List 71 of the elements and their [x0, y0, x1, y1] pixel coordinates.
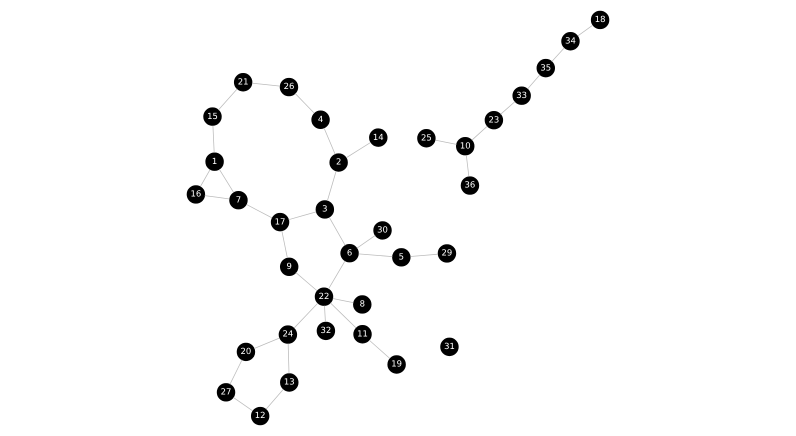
- node-circle: 18: [590, 10, 610, 30]
- node-circle: 3: [316, 200, 334, 219]
- connector: [294, 302, 318, 328]
- connector: [266, 388, 284, 410]
- connector: [328, 216, 346, 246]
- node-circle: 34: [561, 32, 580, 50]
- node-circle: 5: [392, 248, 411, 267]
- node-circle: 24: [278, 325, 298, 344]
- node-circle: 7: [229, 190, 248, 210]
- node-circle: 26: [280, 78, 298, 96]
- connector: [328, 260, 346, 290]
- node-circle: 4: [311, 110, 330, 129]
- node-circle: 20: [236, 342, 256, 362]
- connector: [471, 126, 488, 141]
- connector: [288, 343, 290, 374]
- connector: [466, 154, 470, 178]
- connector: [527, 74, 540, 90]
- node-circle: 12: [250, 406, 270, 426]
- connector: [324, 305, 326, 322]
- connector: [346, 142, 372, 158]
- connector: [326, 170, 336, 202]
- node-circle: 33: [512, 86, 531, 105]
- node-circle: 23: [484, 110, 504, 130]
- node-circle: 29: [438, 244, 456, 263]
- node-circle: 19: [387, 355, 406, 374]
- connector: [218, 168, 234, 193]
- node-circle: 36: [460, 176, 480, 195]
- connector: [551, 48, 565, 62]
- connector: [288, 212, 317, 220]
- connector: [200, 169, 210, 187]
- node-circle: 32: [316, 322, 336, 340]
- node-circle: 22: [314, 287, 334, 306]
- node-circle: 9: [280, 258, 298, 276]
- connector: [410, 254, 438, 257]
- node-circle: 11: [353, 325, 372, 344]
- connector: [281, 230, 288, 258]
- connector: [232, 397, 253, 412]
- connector: [218, 88, 238, 110]
- connector: [356, 235, 376, 249]
- node-circle: 2: [329, 153, 348, 172]
- connector: [246, 204, 272, 218]
- connector: [254, 338, 280, 349]
- node-circle: 25: [417, 129, 436, 148]
- connector: [294, 93, 315, 114]
- node-circle: 16: [186, 185, 206, 204]
- connector: [212, 125, 215, 154]
- node-circle: 13: [280, 373, 298, 392]
- node-circle: 27: [216, 383, 236, 402]
- connector: [330, 302, 356, 328]
- node-circle: 35: [536, 58, 555, 78]
- node-circle: 10: [456, 136, 474, 156]
- connector: [578, 24, 594, 36]
- node-circle: 21: [234, 73, 252, 92]
- connector: [296, 272, 318, 292]
- connector: [500, 101, 516, 115]
- connector: [332, 298, 354, 304]
- connector: [435, 140, 457, 145]
- connector: [252, 82, 281, 87]
- node-circle: 8: [353, 295, 372, 314]
- node-circle: 15: [203, 107, 222, 126]
- node-circle: 31: [440, 338, 459, 356]
- connector: [230, 360, 242, 385]
- connector: [368, 340, 390, 359]
- node-circle: 1: [205, 152, 224, 171]
- node-circle: 17: [270, 212, 290, 232]
- node-circle: 30: [373, 221, 392, 240]
- connector: [324, 128, 336, 155]
- connector: [204, 195, 230, 200]
- connector: [358, 254, 393, 257]
- node-circle: 14: [369, 128, 388, 147]
- node-circle: 6: [340, 244, 359, 262]
